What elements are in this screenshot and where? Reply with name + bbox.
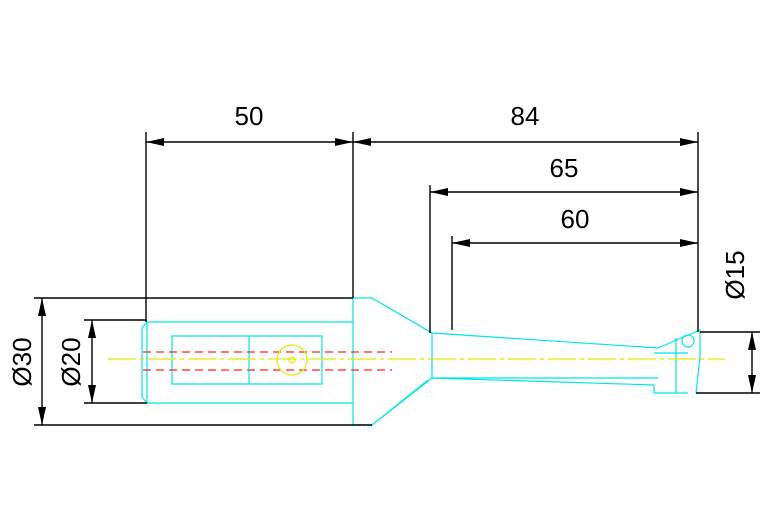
horizontal-dimensions: 50 84 65 60 [145, 101, 699, 333]
shank-flat [171, 335, 323, 385]
arrow-dia15-top [748, 332, 756, 350]
arrow-50-right [335, 138, 353, 146]
coolant-channels [143, 351, 392, 371]
arrow-dia15-bottom [748, 375, 756, 393]
coolant-hole-outer [276, 344, 308, 376]
extension-lines-left [34, 297, 372, 426]
dim-text-65: 65 [550, 153, 579, 183]
taper-body [353, 297, 659, 426]
arrow-65-right [680, 188, 698, 196]
dim-text-dia15: Ø15 [720, 250, 750, 299]
shank-outline [141, 298, 354, 425]
arrow-84-right [680, 138, 698, 146]
dim-text-50: 50 [235, 101, 264, 131]
arrow-60-left [452, 239, 470, 247]
insert-screw-icon [681, 334, 695, 348]
arrow-dia30-top [38, 298, 46, 316]
arrow-84-left [353, 138, 371, 146]
dim-text-dia30: Ø30 [7, 337, 37, 386]
tool-outline [141, 297, 701, 426]
coolant-hole [276, 344, 308, 376]
vertical-dimensions-left: Ø30 Ø20 [7, 297, 372, 426]
arrow-50-left [146, 138, 164, 146]
arrow-60-right [680, 239, 698, 247]
vertical-dimensions-right: Ø15 [696, 250, 760, 394]
coolant-hole-inner [288, 356, 296, 364]
arrow-dia20-top [88, 320, 96, 338]
arrow-dia20-bottom [88, 385, 96, 403]
extension-lines-right [696, 331, 760, 394]
extension-lines [145, 132, 699, 333]
dim-text-84: 84 [511, 101, 540, 131]
dim-text-60: 60 [561, 204, 590, 234]
arrow-dia30-bottom [38, 407, 46, 425]
arrow-65-left [430, 188, 448, 196]
drill-body [431, 329, 701, 394]
dim-text-dia20: Ø20 [56, 337, 86, 386]
